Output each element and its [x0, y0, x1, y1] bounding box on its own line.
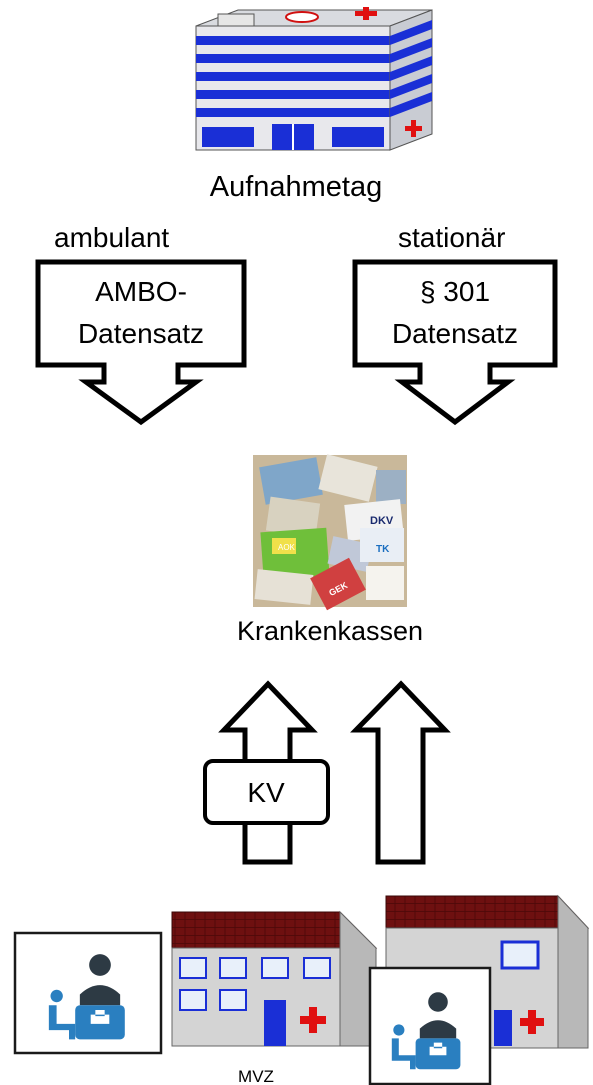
p301-label-line1: § 301: [420, 276, 490, 307]
direct-up-arrow: [350, 680, 451, 865]
kv-label: KV: [247, 777, 285, 808]
medical-practice-icon: [13, 931, 163, 1055]
ambo-label-line1: AMBO-: [95, 276, 187, 307]
kv-box: [203, 759, 330, 825]
ambo-label-line2: Datensatz: [78, 318, 204, 349]
card-label-dkv: DKV: [370, 515, 394, 527]
ambulant-header: ambulant: [54, 222, 169, 253]
p301-label-line2: Datensatz: [392, 318, 518, 349]
insurers-caption: Krankenkassen: [237, 616, 423, 646]
mvz-caption: MVZ: [238, 1067, 274, 1085]
hospital-building-icon: [195, 7, 433, 151]
hospital-caption: Aufnahmetag: [210, 171, 383, 203]
mvz-building-icon: [171, 910, 378, 1047]
ambo-data-arrow: [35, 259, 247, 426]
stationaer-header: stationär: [398, 222, 505, 253]
card-label-tk: TK: [376, 544, 390, 555]
insurance-cards-image: AOK DKV TK GEK: [253, 454, 407, 611]
card-label-aok: AOK: [278, 543, 296, 552]
hospital-doctor-icon: [368, 966, 492, 1085]
p301-data-arrow: [352, 259, 558, 426]
